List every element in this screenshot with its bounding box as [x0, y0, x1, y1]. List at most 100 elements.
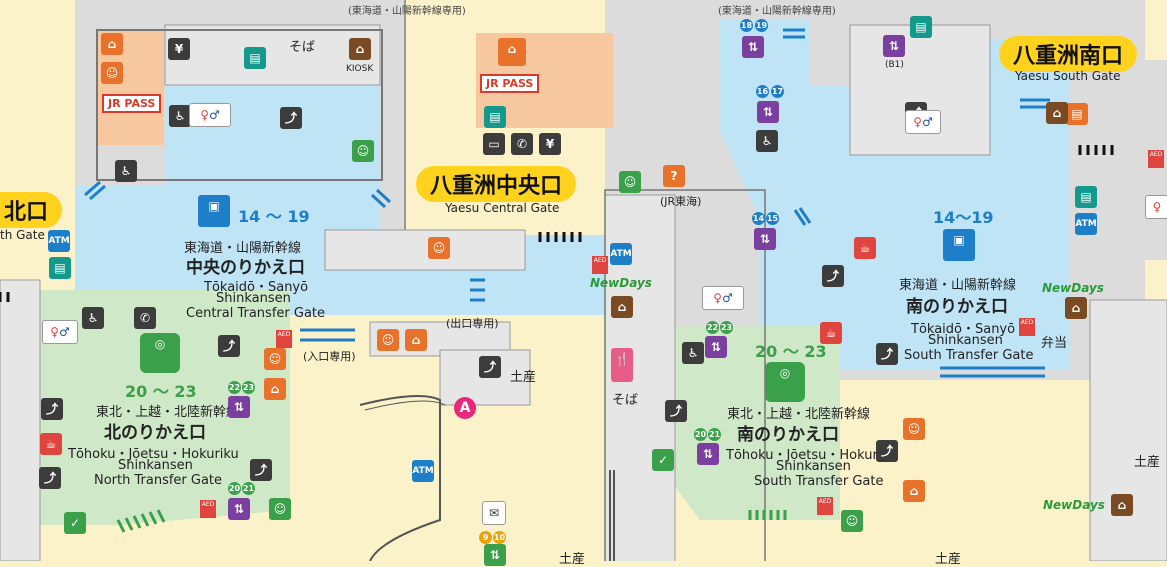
escalator-icon: ⤴ [822, 265, 844, 287]
aed-icon: AED [276, 330, 292, 348]
tohoku-shinkansen-icon-south: ◎ [765, 362, 805, 402]
platform-21-badge-south: 21 [708, 428, 721, 441]
soba-label-north: そば [289, 40, 316, 55]
elevator-icon: ⇅ [228, 498, 250, 520]
b1-label: (B1) [885, 60, 904, 70]
staff-icon: ☺ [428, 237, 450, 259]
escalator-icon: ⤴ [280, 107, 302, 129]
travel-service-icon: ☺ [619, 171, 641, 193]
shop-icon: ⌂ [1111, 494, 1133, 516]
platform-15-badge: 15 [766, 212, 779, 225]
tokaido-shinkansen-icon: ▣ [198, 195, 230, 227]
restroom-icon: ♀♂ [905, 110, 941, 134]
restroom-icon: ♀♂ [42, 320, 78, 344]
central-gate-english: Yaesu Central Gate [445, 201, 560, 215]
aed-icon: AED [1019, 318, 1035, 336]
cafe-icon: ☕ [820, 322, 842, 344]
south-platform-range: 14〜19 [933, 208, 994, 227]
south-transfer-line: 東海道・山陽新幹線 [899, 278, 1017, 293]
travel-service-icon: ☺ [352, 140, 374, 162]
souvenir-label: 土産 [935, 552, 962, 567]
atm-icon: ATM [412, 460, 434, 482]
platform-23-badge-south: 23 [720, 321, 733, 334]
souvenir-label: 土産 [559, 552, 586, 567]
platform-20-badge: 20 [228, 482, 241, 495]
shop-row-south [849, 24, 991, 156]
restroom-icon: ♀♂ [189, 103, 231, 127]
escalator-icon: ⤴ [665, 400, 687, 422]
south-transfer-romaji3: South Transfer Gate [904, 348, 1034, 363]
elevator-icon: ⇅ [697, 443, 719, 465]
card-icon: ▭ [483, 133, 505, 155]
green-window-icon: ✓ [652, 449, 674, 471]
ticket-office-icon: ⌂ [903, 480, 925, 502]
south-transfer-name: 南のりかえ口 [906, 297, 1008, 317]
travel-service-icon: ☺ [269, 498, 291, 520]
kiosk-label: KIOSK [346, 64, 374, 74]
atm-icon: ATM [610, 243, 632, 265]
platform-19-badge: 19 [755, 19, 768, 32]
entrance-only-label: (入口専用) [303, 350, 356, 363]
south-tohoku-romaji1: Tōhoku・Jōetsu・Hokuriku [726, 448, 897, 463]
elevator-icon: ⇅ [757, 101, 779, 123]
platform-20-badge-south: 20 [694, 428, 707, 441]
platform-22-badge-south: 22 [706, 321, 719, 334]
ticket-office-icon: ⌂ [264, 378, 286, 400]
central-transfer-romaji1: Tōkaidō・Sanyō [204, 280, 309, 295]
east-corridor [1089, 299, 1167, 561]
platform-22-badge: 22 [228, 381, 241, 394]
aed-icon: AED [200, 500, 216, 518]
coin-locker-icon: ▤ [49, 257, 71, 279]
travel-service-icon: ☺ [841, 510, 863, 532]
top-note-right: (東海道・山陽新幹線専用) [718, 6, 836, 17]
north-concourse-area [75, 80, 380, 240]
staff-icon: ☺ [101, 62, 123, 84]
escalator-icon: ⤴ [41, 398, 63, 420]
baby-care-icon: ♿ [169, 105, 191, 127]
tokaido-shinkansen-icon-south: ▣ [943, 229, 975, 261]
north-gate-sign: 北口 [0, 192, 63, 228]
cafe-icon: ☕ [40, 433, 62, 455]
restroom-icon: ♀♂ [702, 286, 744, 310]
atm-icon: ATM [1075, 213, 1097, 235]
central-gate-name: 八重洲中央口 [430, 174, 563, 199]
platform-17-badge: 17 [771, 85, 784, 98]
newdays-label: NewDays [1043, 498, 1105, 512]
south-tohoku-line: 東北・上越・北陸新幹線 [727, 407, 871, 422]
escalator-icon: ⤴ [876, 440, 898, 462]
south-tohoku-romaji3: South Transfer Gate [754, 474, 884, 489]
restaurant-icon: 🍴 [611, 348, 633, 382]
coin-locker-icon: ▤ [1066, 103, 1088, 125]
staff-icon: ☺ [377, 329, 399, 351]
soba-label-south: そば [612, 393, 639, 408]
aed-icon: AED [817, 497, 833, 515]
platform-16-badge: 16 [756, 85, 769, 98]
central-corridor-block [324, 229, 526, 271]
central-transfer-romaji2: Shinkansen [216, 291, 291, 306]
ticket-office-icon: ⌂ [101, 33, 123, 55]
central-platform-range: 14 〜 19 [238, 207, 310, 226]
ticket-office-icon: ⌂ [498, 38, 526, 66]
platform-23-badge: 23 [242, 381, 255, 394]
wheelchair-icon: ♿ [682, 342, 704, 364]
elevator-icon: ⇅ [754, 228, 776, 250]
bento-label: 弁当 [1041, 336, 1068, 351]
jr-tokai-label: (JR東海) [660, 195, 702, 208]
info-icon: ? [663, 165, 685, 187]
newdays-label: NewDays [590, 276, 652, 290]
souvenir-label: 土産 [510, 370, 537, 385]
south-tohoku-romaji2: Shinkansen [776, 459, 851, 474]
ticket-office-icon: ⌂ [405, 329, 427, 351]
central-gate-sign: 八重洲中央口 [416, 166, 577, 202]
telephone-icon: ✆ [134, 307, 156, 329]
central-transfer-romaji3: Central Transfer Gate [186, 306, 326, 321]
north-tohoku-romaji2: Shinkansen [118, 458, 193, 473]
coin-locker-icon: ▤ [484, 106, 506, 128]
escalator-icon: ⤴ [479, 356, 501, 378]
tohoku-shinkansen-icon: ◎ [140, 333, 180, 373]
kiosk-icon: ⌂ [349, 38, 371, 60]
mail-icon: ✉ [482, 501, 506, 525]
exit-marker-a[interactable]: A [454, 397, 476, 419]
north-gate-english: th Gate [0, 228, 45, 242]
top-note-left: (東海道・山陽新幹線専用) [348, 6, 466, 17]
